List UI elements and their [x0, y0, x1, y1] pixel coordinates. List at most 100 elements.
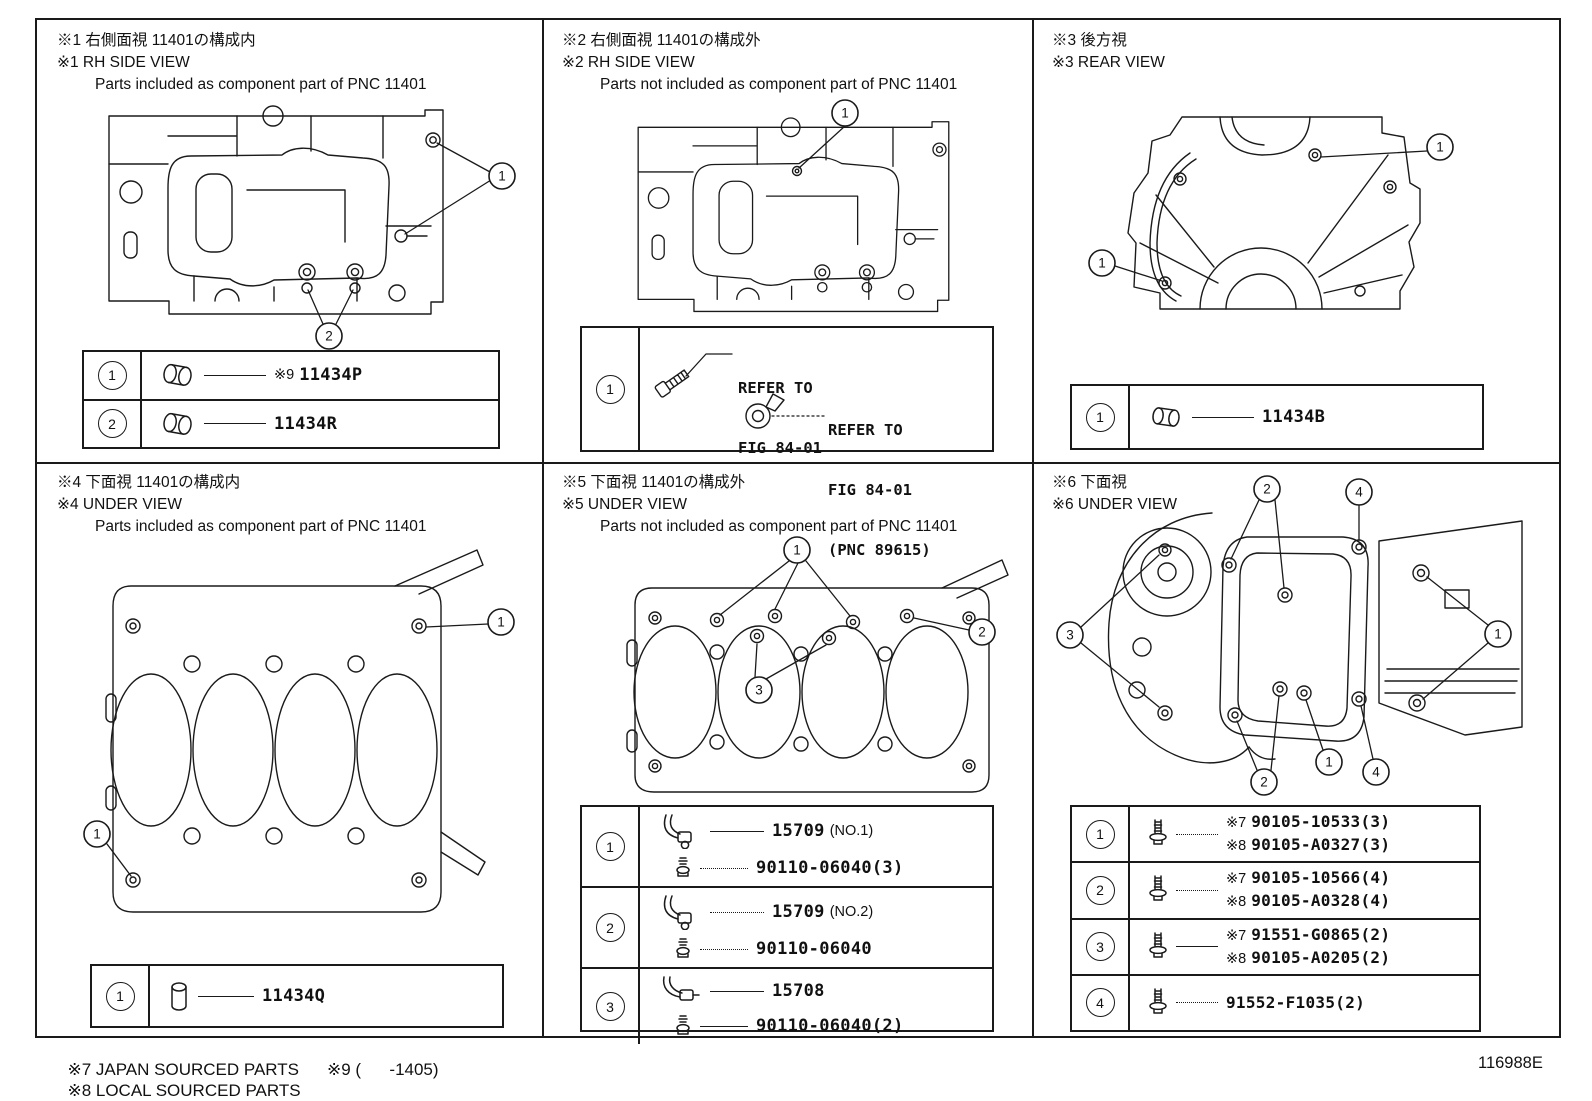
table-row: 1 11434Q	[92, 966, 502, 1026]
panel-5-subtitle: Parts not included as component part of …	[600, 518, 958, 535]
part-note-ref: ※9	[274, 367, 295, 384]
part-number: 15709	[772, 902, 825, 922]
dowel-pin-icon	[163, 364, 192, 387]
table-row: 1 ※9 11434P	[84, 352, 498, 399]
part-note-ref: ※8	[1226, 838, 1247, 855]
oil-nozzle-icon	[663, 814, 692, 849]
parts-table-4: 1 11434Q	[90, 964, 504, 1028]
panel-3-header: ※3 後方視 ※3 REAR VIEW	[1052, 30, 1165, 74]
part-number: 11434Q	[262, 986, 326, 1006]
svg-text:2: 2	[978, 625, 986, 640]
callout-1: 1	[1484, 620, 1512, 648]
part-number: 90105-A0205(2)	[1251, 947, 1391, 967]
svg-text:1: 1	[1098, 256, 1106, 271]
flange-bolt-icon	[1149, 931, 1167, 958]
svg-text:1: 1	[793, 543, 801, 558]
svg-text:2: 2	[1260, 775, 1268, 790]
rh-side-view-drawing-2: 1	[637, 99, 950, 313]
table-row: 1 11434B	[1072, 386, 1482, 448]
straight-pin-icon	[171, 982, 187, 1011]
svg-text:1: 1	[841, 106, 849, 121]
dowel-pin-icon	[1152, 407, 1180, 427]
part-number: 11434R	[274, 413, 338, 434]
panel-2-title-jp: ※2 右側面視 11401の構成外	[562, 32, 761, 49]
callout-2: 2	[1253, 475, 1281, 503]
table-row: 1 15709 (NO.1)	[582, 807, 992, 886]
svg-text:3: 3	[755, 683, 763, 698]
part-number: 90105-10566(4)	[1251, 868, 1391, 888]
part-number: 90105-A0328(4)	[1251, 891, 1391, 911]
table-row: 3 15708	[582, 967, 992, 1044]
drawing-code: 116988E	[1478, 1054, 1543, 1072]
row-callout: 2	[97, 409, 127, 439]
part-number: 11434B	[1262, 407, 1326, 427]
footnote-local-sourced: ※8 LOCAL SOURCED PARTS	[67, 1081, 301, 1100]
svg-text:1: 1	[1436, 140, 1444, 155]
oil-jet-points	[709, 608, 915, 646]
engine-block-side-sketch	[108, 105, 444, 315]
column-divider-2	[1032, 20, 1034, 1036]
part-suffix: (NO.1)	[829, 823, 874, 839]
panel-under-view-bolts: ※6 下面視 ※6 UNDER VIEW	[1032, 462, 1559, 1036]
flange-bolt-icon	[1149, 875, 1167, 902]
svg-text:4: 4	[1355, 485, 1363, 500]
part-number: 15709	[772, 821, 825, 841]
row-callout: 2	[1085, 875, 1115, 905]
part-number: 90105-A0327(3)	[1251, 835, 1391, 855]
engine-block-rear-sketch	[1127, 116, 1421, 310]
footnote-line-2: ※8 LOCAL SOURCED PARTS	[58, 1061, 301, 1101]
column-divider-1	[542, 20, 544, 1036]
panel-under-view-not-included: ※5 下面視 11401の構成外 ※5 UNDER VIEW Parts not…	[542, 462, 1032, 1044]
part-suffix: (NO.2)	[829, 904, 874, 920]
table-row: 2 15709 (NO.2)	[582, 886, 992, 967]
footnote-line-1: ※7 JAPAN SOURCED PARTS※9 ( -1405)	[58, 1040, 439, 1080]
panel-1-subtitle: Parts included as component part of PNC …	[95, 76, 427, 93]
callout-1: 1	[1315, 748, 1343, 776]
panel-3-title-jp: ※3 後方視	[1052, 32, 1127, 49]
panel-rh-side-view-included: ※1 右側面視 11401の構成内 ※1 RH SIDE VIEW Parts …	[37, 20, 542, 462]
part-number: 90110-06040	[756, 939, 872, 959]
panel-2-title-en: ※2 RH SIDE VIEW	[562, 54, 695, 71]
part-number: 90105-10533(3)	[1251, 812, 1391, 832]
union-bolt-icon	[676, 1015, 690, 1035]
engine-block-side-sketch	[637, 117, 950, 313]
callout-1: 1	[1426, 133, 1454, 161]
dowel-pin-icon	[163, 412, 192, 435]
under-view-drawing-3: 2 4 3 1 2	[1056, 475, 1523, 796]
svg-text:1: 1	[1494, 627, 1502, 642]
panel-5-title-jp: ※5 下面視 11401の構成外	[562, 474, 746, 491]
footnote-9-range: ※9 ( -1405)	[326, 1060, 439, 1079]
refer-to-icons	[654, 353, 825, 429]
engine-block-under-sketch	[626, 559, 1009, 793]
row-callout: 1	[595, 832, 625, 861]
svg-text:1: 1	[93, 827, 101, 842]
panel-1-title-en: ※1 RH SIDE VIEW	[57, 54, 190, 71]
panel-2-header: ※2 右側面視 11401の構成外 ※2 RH SIDE VIEW Parts …	[562, 30, 957, 96]
parts-table-2: 1 REFER	[580, 326, 994, 559]
callout-4: 4	[1345, 478, 1373, 506]
callout-2: 2	[1250, 768, 1278, 796]
svg-text:4: 4	[1372, 765, 1380, 780]
row-callout: 1	[105, 981, 135, 1011]
callout-1: 1	[1088, 249, 1116, 277]
panel-6-title-jp: ※6 下面視	[1052, 474, 1127, 491]
part-number: 91551-G0865(2)	[1251, 924, 1391, 944]
row-callout: 4	[1085, 988, 1115, 1018]
part-number: 90110-06040(2)	[756, 1016, 904, 1036]
part-note-ref: ※8	[1226, 894, 1247, 911]
rear-view-drawing: 1 1	[1088, 116, 1454, 310]
callout-1: 1	[783, 536, 811, 564]
rh-side-view-drawing-1: 1 2	[108, 105, 516, 350]
panel-rh-side-view-not-included: ※2 右側面視 11401の構成外 ※2 RH SIDE VIEW Parts …	[542, 20, 1032, 559]
panel-6-title-en: ※6 UNDER VIEW	[1052, 496, 1177, 513]
sheet-frame: ※1 右側面視 11401の構成内 ※1 RH SIDE VIEW Parts …	[35, 18, 1561, 1044]
part-note-ref: ※8	[1226, 950, 1247, 967]
panel-1-title-jp: ※1 右側面視 11401の構成内	[57, 32, 256, 49]
flange-bolt-icon	[1149, 988, 1167, 1014]
part-number: 15708	[772, 981, 825, 1001]
row-callout: 2	[595, 913, 625, 942]
callout-1: 1	[487, 608, 515, 636]
